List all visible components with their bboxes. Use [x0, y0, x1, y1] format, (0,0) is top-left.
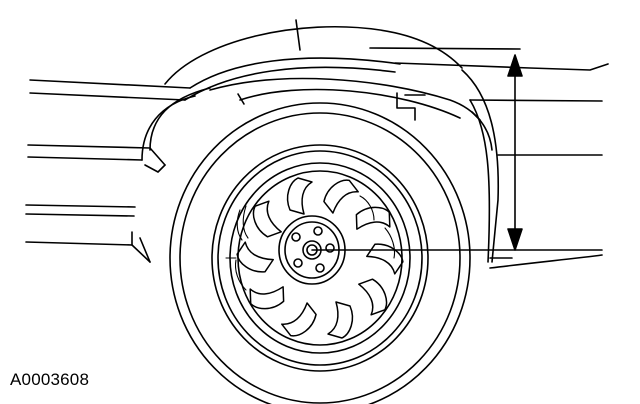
body-panel-left [26, 80, 190, 262]
brake-detail [226, 196, 395, 290]
tire [170, 103, 470, 404]
arrow-up-icon [508, 55, 522, 76]
arrow-down-icon [508, 229, 522, 250]
spoke-openings [234, 174, 406, 342]
fender-arch [142, 20, 498, 262]
wheel-rim [226, 163, 410, 353]
figure-id-label: A0003608 [10, 370, 90, 389]
lug-nuts [292, 227, 334, 272]
height-measurement [312, 55, 602, 250]
